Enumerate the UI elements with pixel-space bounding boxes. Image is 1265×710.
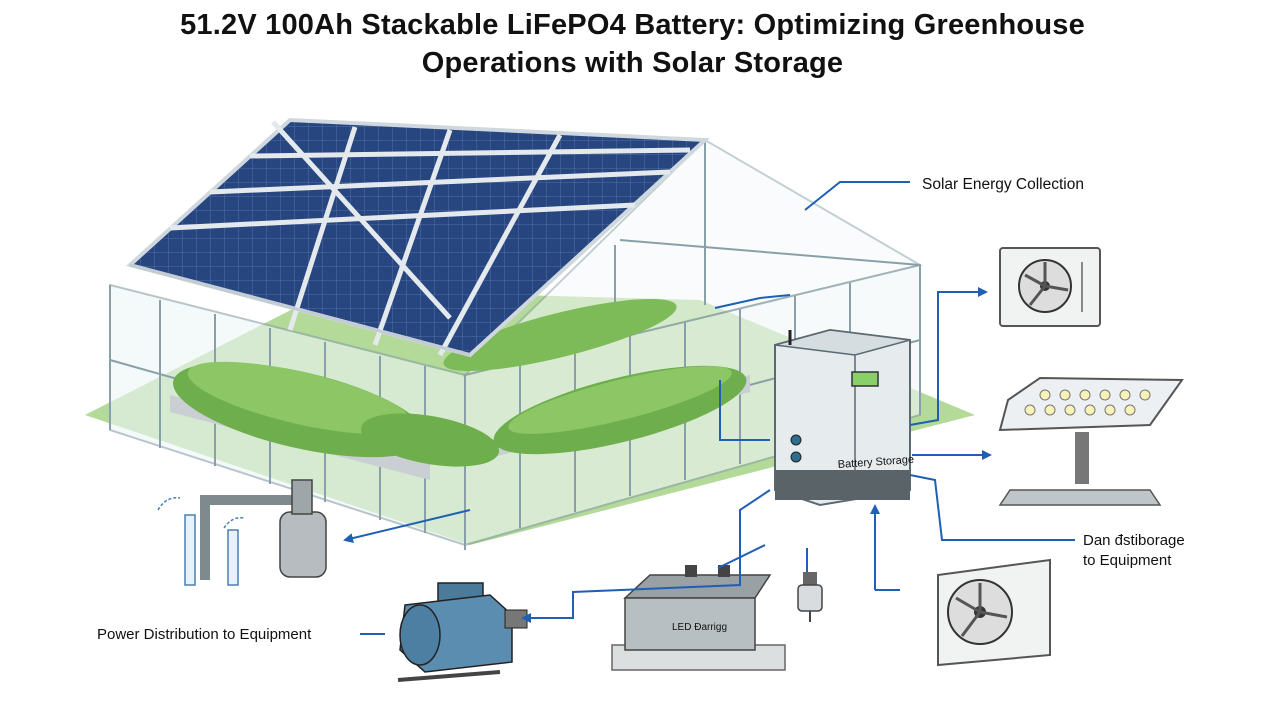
- spare-battery-label: LED Ðarrigg: [672, 622, 727, 633]
- title-line-2: Operations with Solar Storage: [421, 47, 844, 79]
- air-conditioner-unit-top: [999, 247, 1101, 327]
- solar-panel-array: [125, 117, 710, 358]
- plant-beds: [170, 298, 750, 480]
- sensor-probe: [797, 572, 823, 622]
- page-title: 51.2V 100Ah Stackable LiFePO4 Battery: O…: [0, 6, 1265, 82]
- air-conditioner-unit-bottom: [937, 558, 1051, 667]
- battery-storage-cabinet: Battery Storage: [774, 328, 914, 507]
- callout-power-distribution: Power Distribution to Equipment: [97, 626, 312, 643]
- spare-battery: LED Ðarrigg: [611, 565, 786, 671]
- led-grow-light: [998, 376, 1184, 506]
- callout-distribution-line-1: Dan đstiborage: [1083, 532, 1185, 549]
- cabinet-display: [851, 371, 879, 387]
- cabinet-label: Battery Storage: [837, 454, 914, 471]
- callout-solar-energy-collection: Solar Energy Collection: [922, 176, 1084, 193]
- title-line-1: 51.2V 100Ah Stackable LiFePO4 Battery: O…: [180, 9, 1085, 41]
- callout-distribution-line-2: to Equipment: [1083, 552, 1172, 569]
- irrigation-system: [157, 479, 327, 586]
- water-pump-motor: [397, 582, 528, 682]
- flow-arrows: [343, 181, 1075, 635]
